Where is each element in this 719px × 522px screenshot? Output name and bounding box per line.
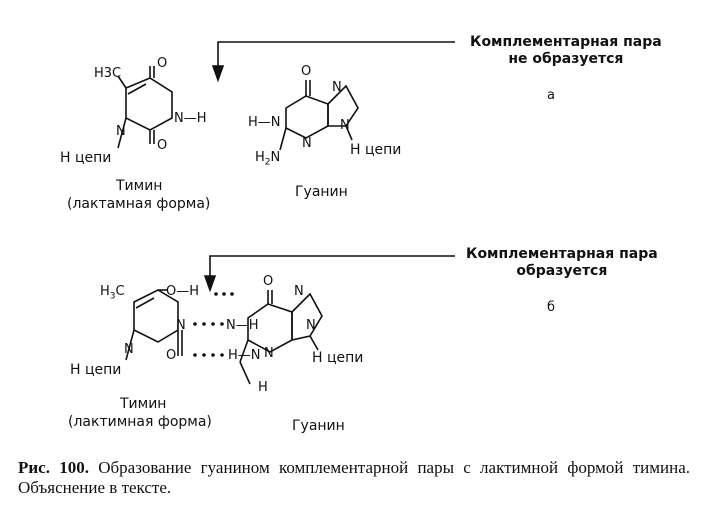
guanine-a-o-top: O	[301, 64, 312, 79]
guanine-b-chain: Н цепи	[312, 350, 364, 366]
callout-b-line2: образуется	[516, 263, 608, 279]
callout-arrow-a	[217, 41, 455, 70]
callout-arrow-b	[209, 255, 455, 280]
thymine-b-form: (лактимная форма)	[68, 414, 212, 430]
thymine-b-o-bottom: O	[166, 348, 177, 363]
thymine-a-name: Тимин	[116, 178, 163, 194]
figure-caption: Рис. 100. Образование гуанином комплемен…	[18, 458, 690, 498]
guanine-a-h-n: H—N	[248, 115, 281, 130]
arrowhead-b	[203, 275, 217, 293]
caption-text: Образование гуанином комплементарной пар…	[18, 458, 690, 497]
thymine-a-n-h: N—H	[174, 111, 207, 126]
guanine-six-ring-a	[285, 95, 329, 139]
thymine-b-o-h: O—H	[166, 284, 200, 299]
callout-a-line2: не образуется	[508, 51, 624, 67]
hydrogen-bond-dots	[193, 292, 234, 357]
guanine-a-chain: Н цепи	[350, 142, 402, 158]
thymine-a-o-top: O	[157, 56, 168, 71]
thymine-a-n-bottom: N	[116, 124, 126, 139]
guanine-a-name: Гуанин	[295, 184, 348, 200]
thymine-ring-a	[125, 77, 173, 131]
guanine-a-n-bottom: N	[302, 136, 312, 151]
guanine-five-ring-a	[327, 84, 359, 127]
guanine-b-name: Гуанин	[292, 418, 345, 434]
arrowhead-a	[211, 65, 225, 83]
thymine-a-form: (лактамная форма)	[67, 196, 211, 212]
thymine-b-chain: Н цепи	[70, 362, 122, 378]
panel-letter-b: б	[547, 300, 556, 315]
callout-a-line1: Комплементарная пара	[470, 34, 662, 50]
thymine-b-n-bottom: N	[124, 342, 134, 357]
thymine-a-o-bottom: O	[157, 138, 168, 153]
callout-a: Комплементарная пара не образуется	[470, 34, 662, 68]
guanine-b-n-ring: N	[294, 284, 304, 299]
guanine-b-h-bottom: H	[258, 380, 268, 395]
thymine-a-chain: Н цепи	[60, 150, 112, 166]
callout-b-line1: Комплементарная пара	[466, 246, 658, 262]
guanine-b-n-inner: N	[264, 346, 274, 361]
thymine-b-n-right: N	[176, 318, 186, 333]
guanine-five-ring-b	[291, 292, 323, 341]
thymine-a-methyl: H3C	[94, 66, 122, 81]
guanine-b-o-top: O	[263, 274, 274, 289]
caption-label: Рис. 100.	[18, 458, 89, 477]
thymine-b-name: Тимин	[120, 396, 167, 412]
thymine-b-methyl: H3C	[100, 284, 125, 302]
guanine-b-h-left: H—N	[228, 348, 261, 363]
panel-letter-a: а	[547, 88, 555, 103]
guanine-a-nh2: H2N	[255, 150, 281, 168]
guanine-a-n-right: N	[340, 118, 350, 133]
guanine-a-n-ring: N	[332, 80, 342, 95]
guanine-b-n-right: N	[306, 318, 316, 333]
callout-b: Комплементарная пара образуется	[466, 246, 658, 280]
guanine-b-n-h: N—H	[226, 318, 259, 333]
